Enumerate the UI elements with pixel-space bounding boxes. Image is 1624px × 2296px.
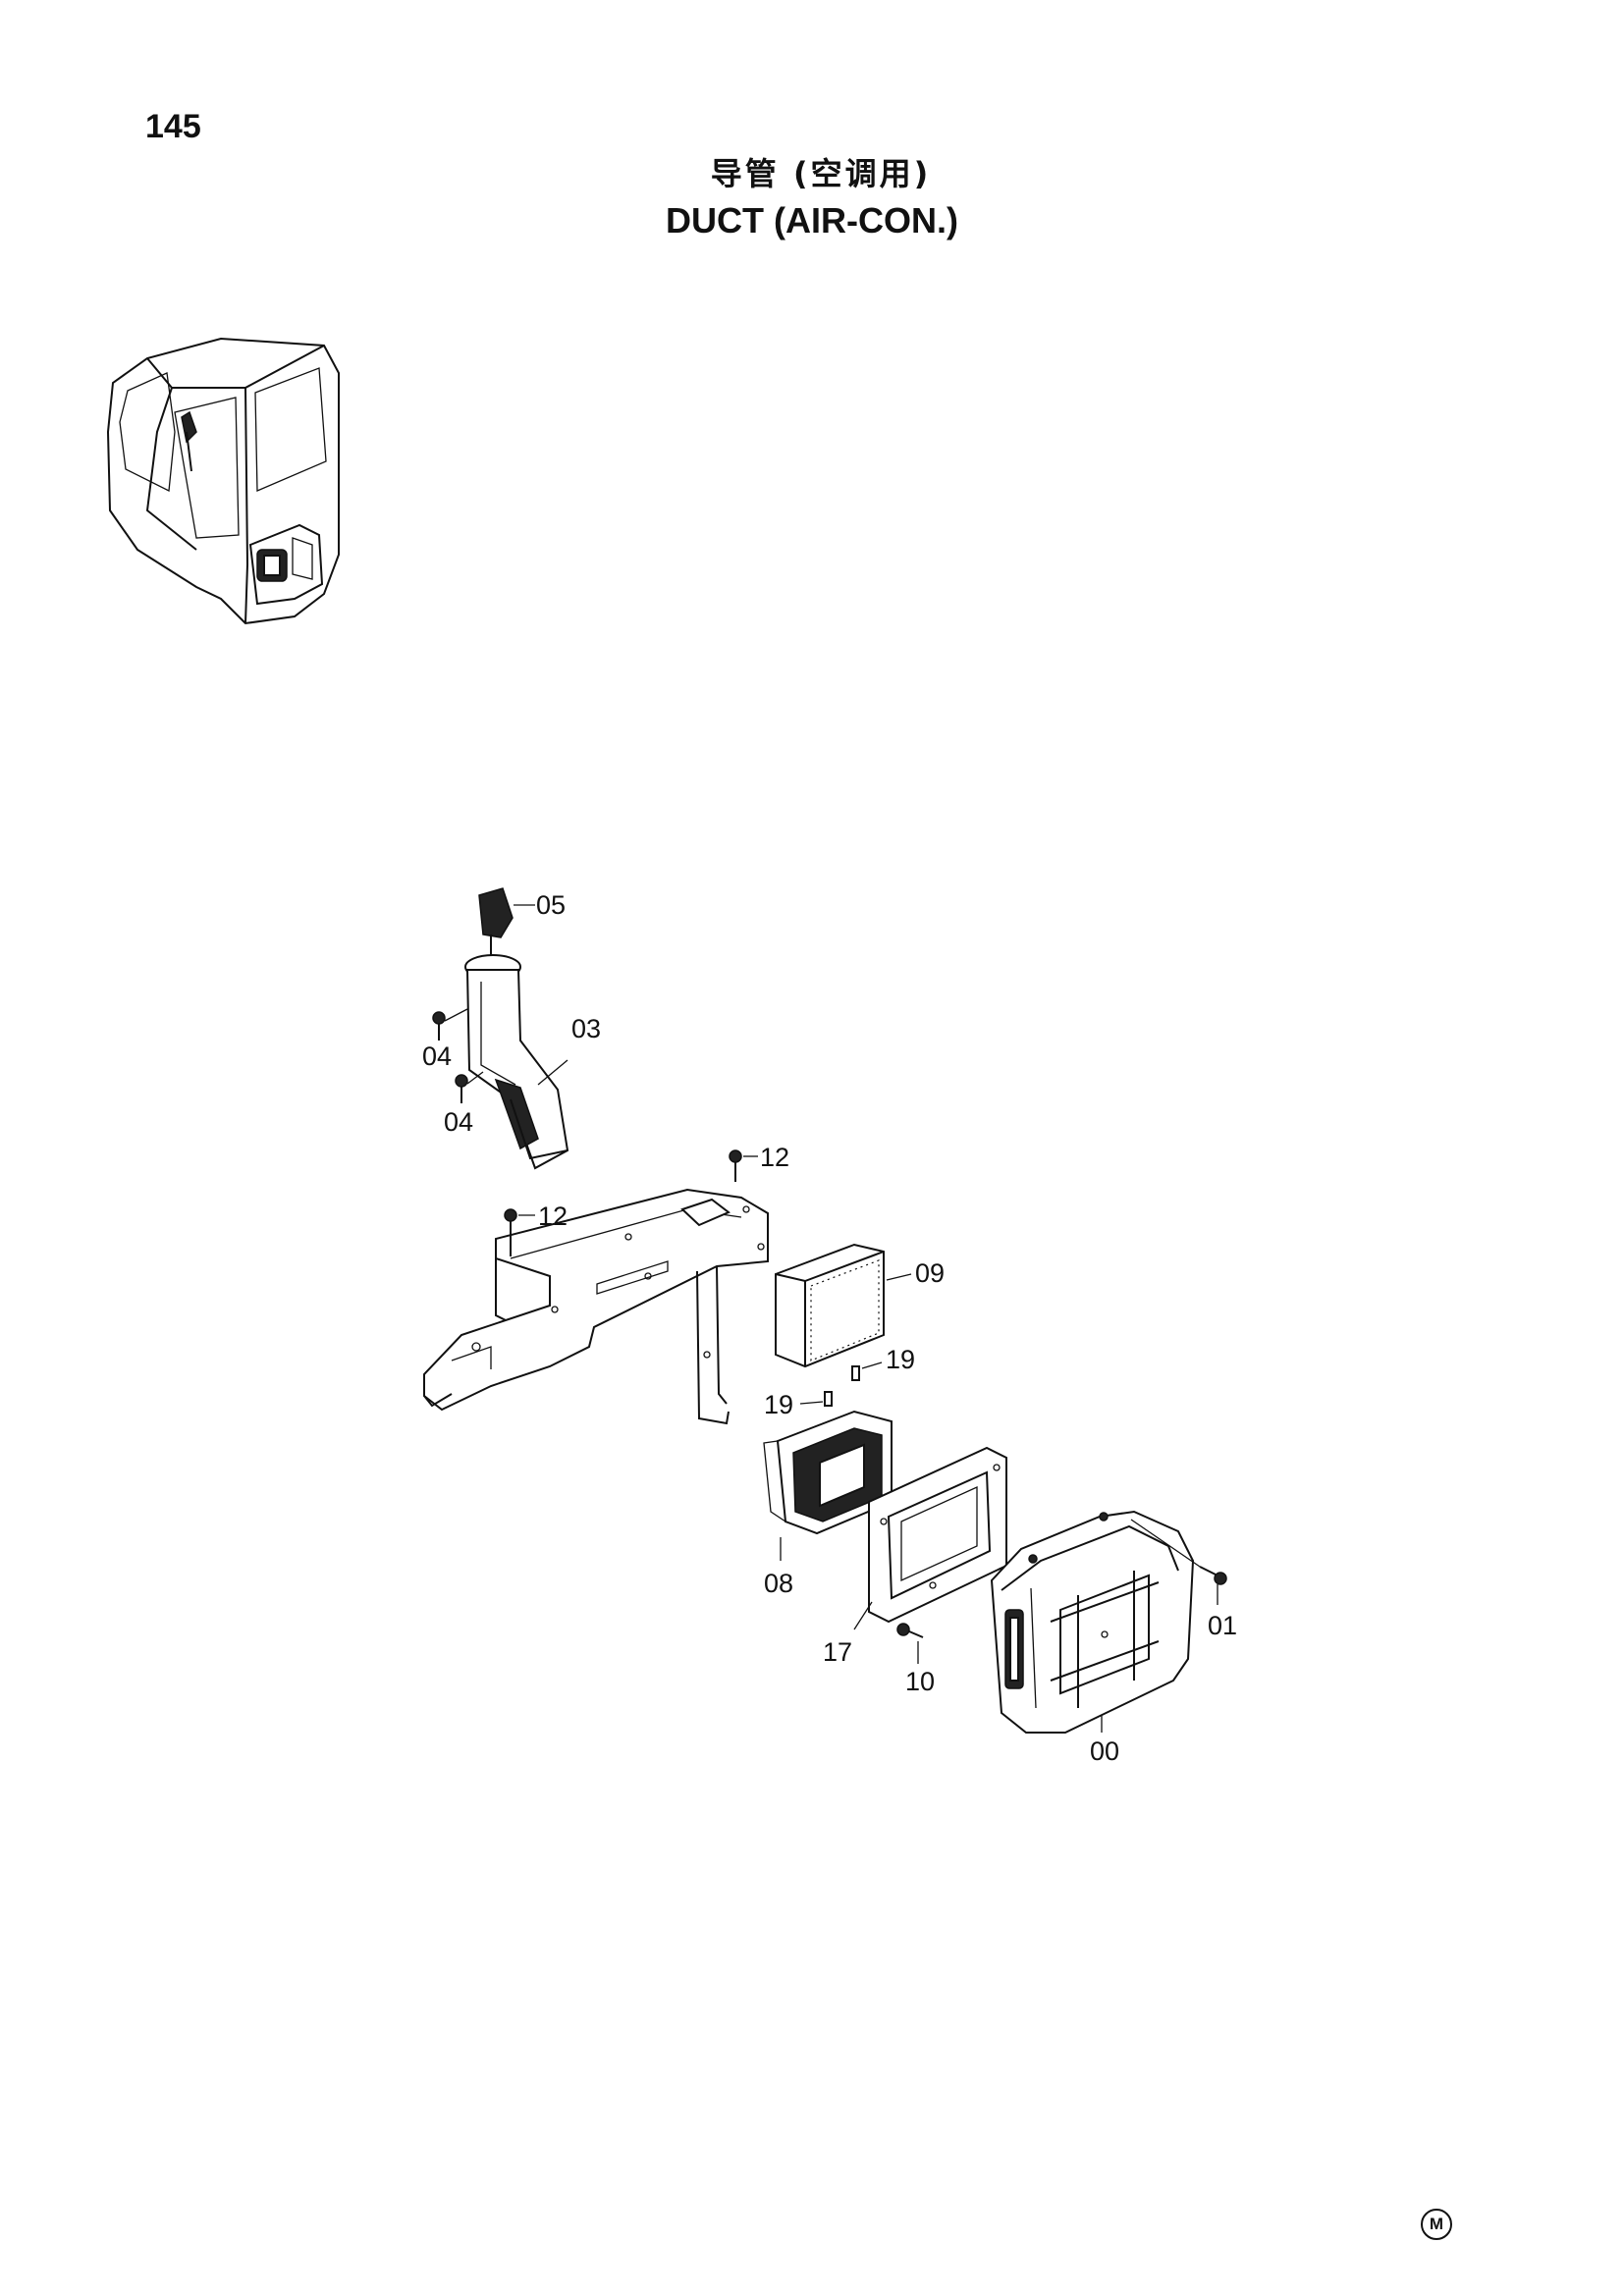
part-03-duct <box>464 954 569 1170</box>
callout-labels: 05 03 04 04 12 12 09 19 19 08 17 10 01 0… <box>422 890 1237 1766</box>
screw-01 <box>1130 1519 1227 1605</box>
part-05-nozzle <box>478 887 535 957</box>
callout-01: 01 <box>1208 1611 1237 1640</box>
callout-10: 10 <box>905 1667 935 1696</box>
callout-09: 09 <box>915 1258 945 1288</box>
cab-location-thumbnail <box>106 337 340 625</box>
callout-19-left: 19 <box>764 1390 793 1419</box>
part-08-housing <box>763 1410 893 1561</box>
part-09-filter <box>775 1243 912 1368</box>
main-duct-frame <box>423 1188 769 1425</box>
callout-00: 00 <box>1090 1736 1119 1766</box>
title-english: DUCT (AIR-CON.) <box>666 200 958 240</box>
callout-19-right: 19 <box>886 1345 915 1374</box>
screws-04 <box>432 1008 484 1103</box>
callout-17: 17 <box>823 1637 852 1667</box>
callout-08: 08 <box>764 1569 793 1598</box>
callout-04-lower: 04 <box>444 1107 473 1137</box>
title-chinese: 导管 (空调用) <box>710 155 932 192</box>
callout-05: 05 <box>536 890 566 920</box>
screw-10 <box>896 1623 924 1664</box>
screws-19 <box>799 1362 883 1407</box>
maker-mark-logo: M <box>1421 2209 1452 2240</box>
diagram-title: 导管 (空调用) DUCT (AIR-CON.) <box>0 152 1624 244</box>
screws-12 <box>504 1149 758 1256</box>
callout-12-lower: 12 <box>538 1201 568 1231</box>
callout-12-upper: 12 <box>760 1143 789 1172</box>
callout-03: 03 <box>571 1014 601 1043</box>
page-number: 145 <box>145 108 201 145</box>
part-17-gasket <box>853 1446 1007 1630</box>
part-00-cover <box>990 1510 1195 1734</box>
callout-04-upper: 04 <box>422 1041 452 1071</box>
